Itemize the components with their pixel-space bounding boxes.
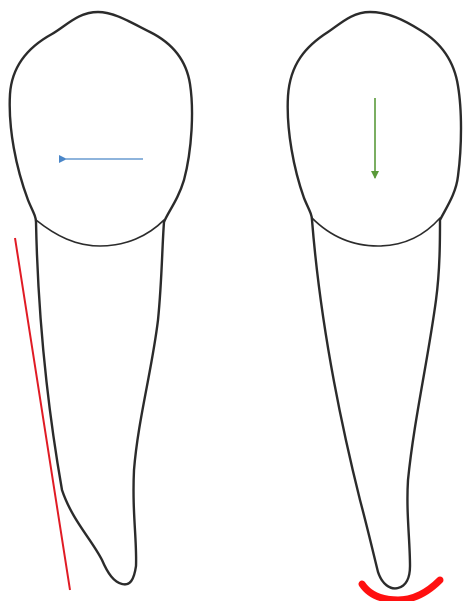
right-red-arc bbox=[362, 580, 440, 600]
left-red-line bbox=[15, 238, 70, 590]
left-tooth-outline bbox=[10, 12, 192, 584]
right-tooth-cej-line bbox=[312, 218, 440, 246]
left-tooth-cej-line bbox=[36, 220, 164, 246]
left-tooth bbox=[10, 12, 192, 590]
right-tooth bbox=[288, 12, 461, 600]
